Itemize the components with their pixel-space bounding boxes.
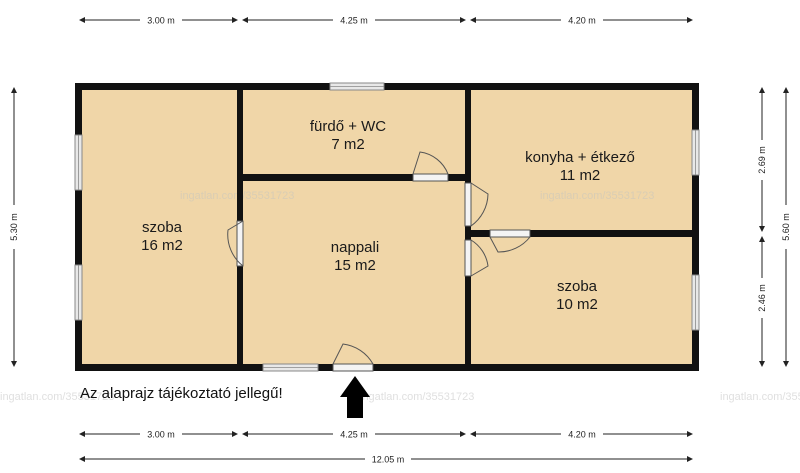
room-floor-konyha — [470, 88, 694, 234]
dimension-right-labels: 2.69 m 2.46 m 5.60 m — [755, 140, 793, 318]
wall-interior — [448, 174, 471, 181]
door-swing — [332, 343, 374, 365]
door-opening — [236, 220, 244, 267]
door-opening — [464, 182, 472, 227]
watermark-text: ingatlan.com/35531723 — [0, 391, 114, 403]
door-swing — [489, 236, 531, 253]
room-area: 7 m2 — [331, 136, 364, 153]
disclaimer-note: Az alaprajz tájékoztató jellegű! — [80, 385, 283, 402]
room-floor-szoba-left — [80, 88, 242, 368]
room-name: nappali — [331, 239, 379, 256]
wall-interior — [530, 230, 699, 237]
room-floor-furdo — [242, 88, 470, 178]
wall-top — [75, 83, 699, 90]
wall-interior — [237, 266, 243, 371]
door-opening — [412, 173, 449, 182]
outer-watermarks: ingatlan.com/35531723 ingatlan.com/35531… — [0, 391, 800, 403]
wall-interior — [465, 230, 490, 237]
door-swing — [470, 239, 489, 277]
dimension-label: 3.00 m — [147, 430, 175, 440]
watermark-text: ingatlan.com/35531723 — [360, 391, 474, 403]
dimension-left-label: 5.30 m — [7, 205, 21, 249]
door-opening — [489, 229, 531, 238]
room-name: szoba — [142, 219, 183, 236]
wall-right — [692, 83, 699, 371]
door-swing — [470, 182, 489, 227]
door-swing — [227, 220, 244, 267]
room-area: 11 m2 — [560, 167, 601, 184]
dimension-label: 2.46 m — [757, 284, 767, 312]
wall-interior — [237, 174, 413, 181]
dimension-top-labels: 3.00 m 4.25 m 4.20 m — [140, 13, 603, 27]
dimension-label: 12.05 m — [372, 455, 405, 465]
room-name: konyha + étkező — [525, 149, 635, 166]
dimension-label: 4.20 m — [568, 430, 596, 440]
wall-interior — [465, 83, 471, 183]
room-area: 15 m2 — [334, 257, 376, 274]
dimension-label: 3.00 m — [147, 16, 175, 26]
room-name: szoba — [557, 278, 598, 295]
dimension-label: 5.30 m — [9, 213, 19, 241]
room-area: 10 m2 — [556, 296, 598, 313]
dimension-label: 4.20 m — [568, 16, 596, 26]
door-opening — [464, 239, 472, 277]
wall-bottom — [75, 364, 699, 371]
walls — [75, 83, 699, 371]
dimension-label: 4.25 m — [340, 430, 368, 440]
dimension-label: 5.60 m — [781, 213, 791, 241]
entrance-arrow-icon — [340, 376, 370, 418]
room-name: fürdő + WC — [310, 118, 386, 135]
floor-fills — [80, 88, 694, 368]
windows — [74, 82, 700, 372]
room-floor-szoba-right — [470, 234, 694, 368]
dimension-label: 4.25 m — [340, 16, 368, 26]
wall-left — [75, 83, 82, 371]
dimension-bottom-labels: 3.00 m 4.25 m 4.20 m 12.05 m — [140, 427, 603, 466]
watermark-text: ingatlan.com/35531723 — [720, 391, 800, 403]
door-swing — [412, 151, 449, 175]
room-area: 16 m2 — [141, 237, 183, 254]
wall-interior — [465, 276, 471, 371]
door-opening — [332, 363, 374, 372]
watermark-text: ingatlan.com/35531723 — [540, 190, 654, 202]
room-labels: szoba 16 m2 fürdő + WC 7 m2 konyha + étk… — [141, 118, 635, 313]
wall-interior — [237, 83, 243, 221]
room-floor-nappali — [242, 178, 470, 368]
doors — [227, 151, 531, 372]
dimension-label: 2.69 m — [757, 146, 767, 174]
